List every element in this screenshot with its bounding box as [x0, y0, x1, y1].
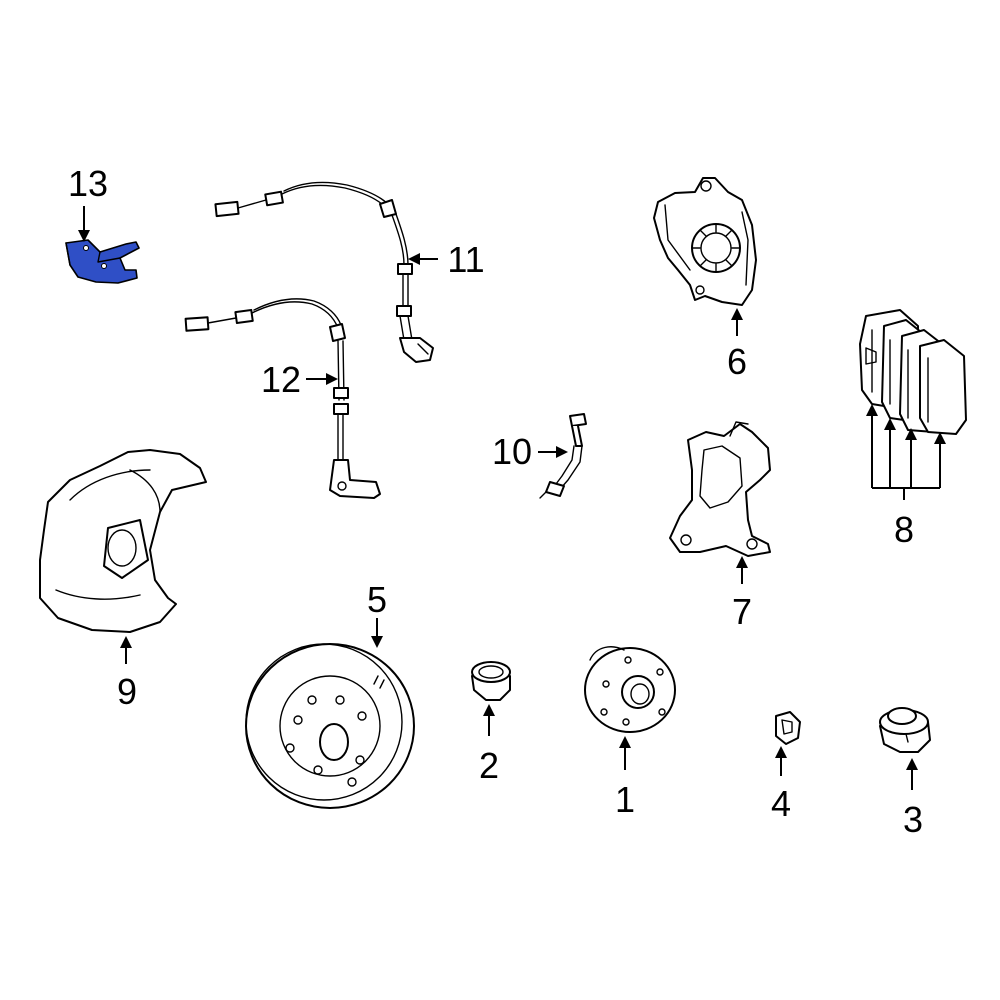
part-5-brake-disc[interactable] — [245, 643, 415, 809]
callout-4: 4 — [771, 783, 791, 824]
callout-12: 12 — [261, 359, 301, 400]
callout-13: 13 — [68, 163, 108, 204]
part-1-wheel-hub[interactable] — [584, 646, 676, 733]
callout-6: 6 — [727, 341, 747, 382]
callout-7: 7 — [732, 591, 752, 632]
callout-2: 2 — [479, 745, 499, 786]
part-6-caliper[interactable] — [653, 177, 757, 306]
part-3-nut[interactable] — [879, 707, 931, 753]
callout-8: 8 — [894, 509, 914, 550]
part-7-caliper-carrier[interactable] — [669, 421, 771, 557]
callout-1: 1 — [615, 779, 635, 820]
part-2-cap[interactable] — [471, 661, 511, 701]
part-8-brake-pads[interactable] — [859, 309, 967, 435]
part-4-clip[interactable] — [775, 711, 801, 745]
callout-3: 3 — [903, 799, 923, 840]
callout-10: 10 — [492, 431, 532, 472]
part-9-dust-shield[interactable] — [39, 449, 207, 633]
part-12-speed-sensor[interactable] — [184, 298, 381, 499]
part-13-bracket[interactable] — [65, 239, 140, 284]
callout-11: 11 — [447, 239, 484, 280]
callout-labels: 13 11 12 10 6 7 8 9 5 2 1 4 3 — [68, 163, 923, 840]
part-11-speed-sensor[interactable] — [214, 181, 434, 363]
leader-lines — [78, 206, 946, 790]
callout-5: 5 — [367, 579, 387, 620]
callout-9: 9 — [117, 671, 137, 712]
part-10-brake-hose[interactable] — [539, 413, 587, 499]
